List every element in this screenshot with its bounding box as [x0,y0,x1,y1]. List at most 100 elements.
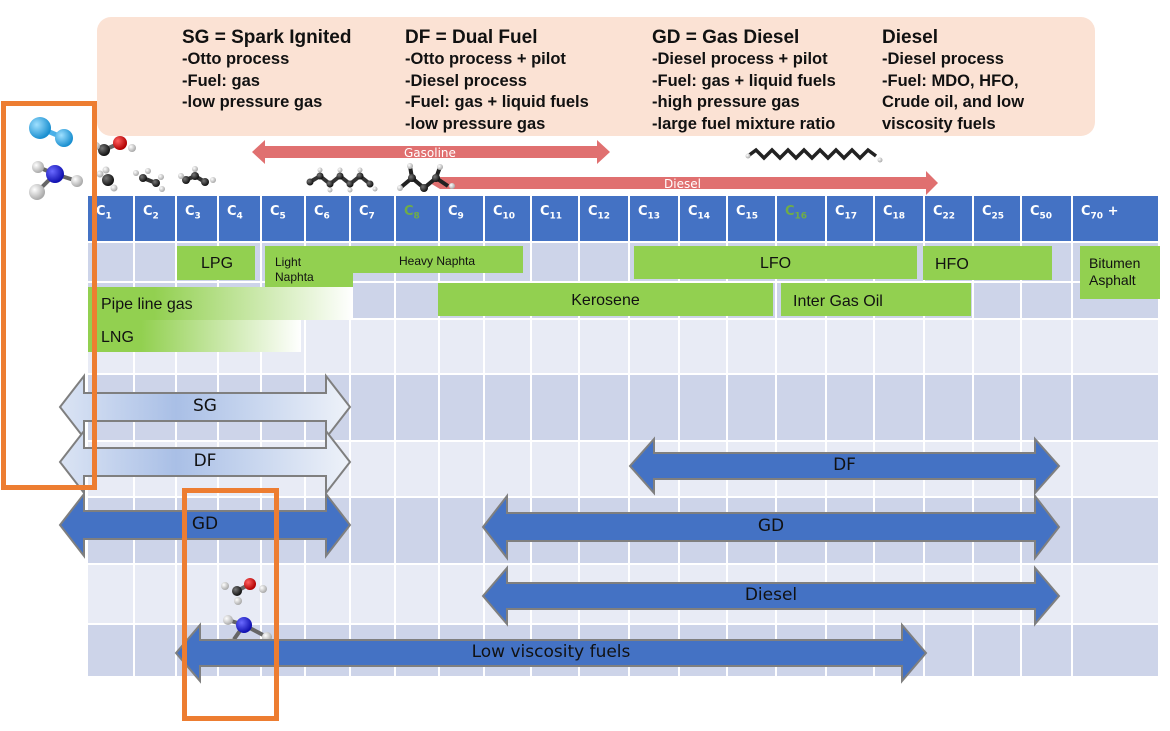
legend-line: viscosity fuels [882,114,996,133]
fuel-range-hfo: HFO [923,246,1052,280]
heptane-molecule-icon [306,167,378,193]
legend-line: -large fuel mixture ratio [652,114,836,133]
carbon-column-header: C3 [177,196,219,241]
grid-cell [440,442,485,498]
engine-arrow-label: Low viscosity fuels [471,642,631,662]
carbon-column-header: C4 [219,196,262,241]
grid-cell [925,375,974,442]
engine-arrow-df [628,436,1061,496]
legend-line: -Fuel: gas [182,71,260,90]
carbon-column-header: C8 [396,196,440,241]
grid-cell [1073,375,1160,442]
grid-cell [974,375,1022,442]
grid-cell [396,320,440,375]
grid-cell [580,442,630,498]
grid-cell [777,375,827,442]
grid-cell [440,375,485,442]
grid-cell [351,283,396,320]
carbon-column-header: C16 [777,196,827,241]
grid-cell [440,498,485,565]
carbon-column-header: C7 [351,196,396,241]
carbon-column-header: C5 [262,196,306,241]
fuel-range-inter-gas-oil: Inter Gas Oil [781,283,971,316]
engine-arrow-diesel [481,565,1061,627]
grid-cell [262,565,306,625]
grid-cell [580,375,630,442]
methanol-ammonia-highlight-box [182,488,279,721]
ethane-molecule-icon [133,168,165,192]
engine-arrow-label: SG [193,396,217,416]
diesel-range-arrow [430,171,938,195]
fuel-range-lpg: LPG [177,246,255,280]
fuel-range-lng: LNG [88,320,301,352]
engine-arrow-low-viscosity-fuels [174,622,928,684]
hydrogen-molecule-icon [29,117,73,147]
grid-cell [680,320,728,375]
engine-arrow-label: GD [757,516,785,536]
carbon-column-header: C11 [532,196,580,241]
gasoline-label: Gasoline [404,146,456,160]
grid-cell [974,625,1022,678]
grid-cell [875,375,925,442]
carbon-column-header: C14 [680,196,728,241]
grid-cell [485,320,532,375]
grid-cell [396,442,440,498]
grid-cell [485,442,532,498]
legend-line: -Otto process + pilot [405,50,566,68]
carbon-column-header: C17 [827,196,875,241]
grid-cell [88,565,135,625]
legend-title: Diesel [882,27,938,48]
carbon-column-header: C15 [728,196,777,241]
legend-line: -low pressure gas [182,93,323,111]
diesel-label: Diesel [664,177,701,191]
grid-cell [580,243,630,283]
legend-line: -Fuel: MDO, HFO, [882,71,1019,90]
grid-cell [728,320,777,375]
grid-cell [306,320,351,375]
grid-cell [351,498,396,565]
legend-df: DF = Dual Fuel -Otto process + pilot -Di… [405,27,589,135]
legend-gd: GD = Gas Diesel -Diesel process + pilot … [652,27,836,135]
engine-arrow-gd [58,491,352,559]
legend-line: -Diesel process + pilot [652,50,828,68]
carbon-column-header: C70 + [1073,196,1160,241]
grid-cell [532,243,580,283]
grid-cell [925,625,974,678]
grid-cell [925,320,974,375]
grid-cell [827,375,875,442]
fuel-range-pipe-line-gas: Pipe line gas [88,287,353,320]
grid-cell [1022,320,1073,375]
legend-sg: SG = Spark Ignited -Otto process -Fuel: … [182,27,351,114]
isooctane-molecule-icon [397,163,455,192]
grid-cell [396,375,440,442]
grid-cell [974,283,1022,320]
legend-line: -low pressure gas [405,114,546,133]
grid-cell [580,320,630,375]
legend-box: SG = Spark Ignited -Otto process -Fuel: … [97,17,1095,136]
propane-molecule-icon [178,166,216,186]
ammonia-molecule-icon [29,161,83,200]
engine-arrow-label: Diesel [744,585,798,605]
fuel-range-lfo: LFO [634,246,917,279]
grid-cell [351,565,396,625]
engine-arrow-label: DF [833,455,856,475]
carbon-column-header: C13 [630,196,680,241]
engine-arrow-df [58,428,352,496]
grid-cell [306,565,351,625]
methane-molecule-icon [96,166,118,192]
legend-line: -Diesel process [405,71,527,90]
grid-cell [1073,320,1160,375]
engine-arrow-sg [58,373,352,441]
grid-cell [440,320,485,375]
grid-cell [351,442,396,498]
grid-cell [396,283,440,320]
grid-cell [974,320,1022,375]
legend-title: SG = Spark Ignited [182,27,352,48]
fuel-range-kerosene: Kerosene [438,283,773,316]
grid-cell [135,565,177,625]
grid-cell [1022,375,1073,442]
grid-cell [532,375,580,442]
